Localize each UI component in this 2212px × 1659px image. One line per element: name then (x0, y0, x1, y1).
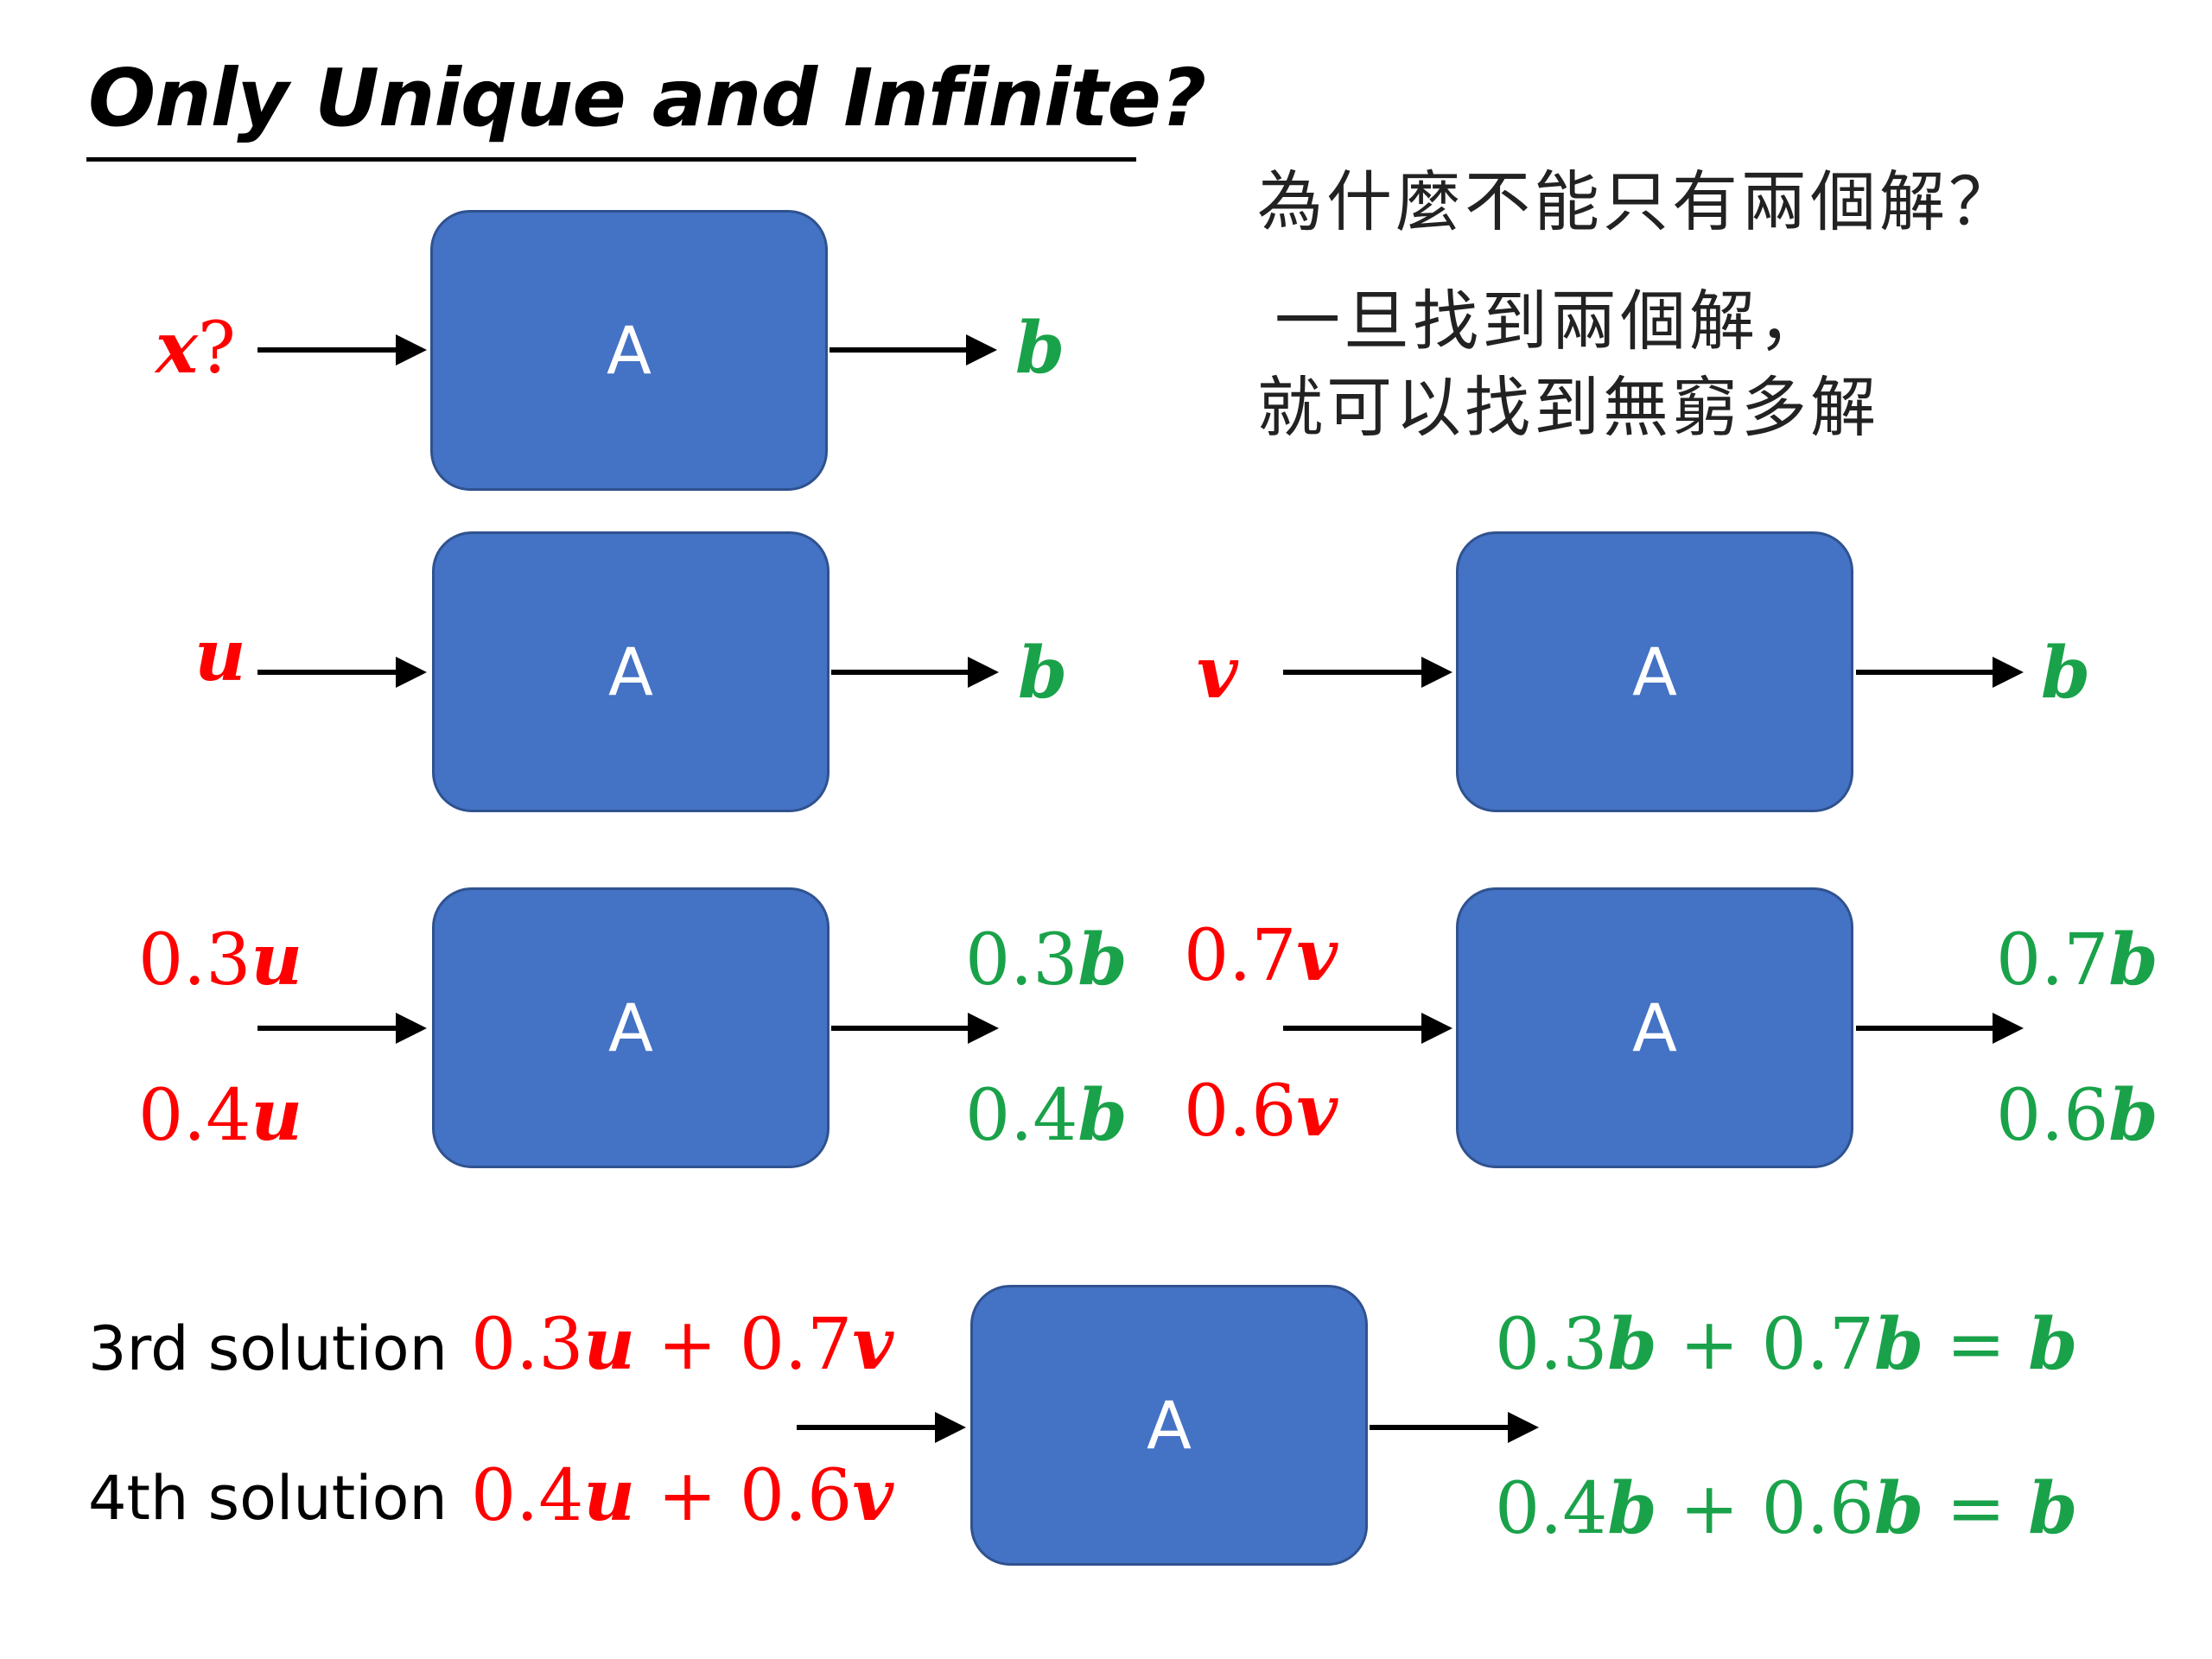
solution3-input: 0.3u + 0.7v (471, 1303, 893, 1386)
matrix-box-row3-right: A (1456, 887, 1853, 1168)
row2-left-output: b (1018, 632, 1068, 715)
question-text: 為什麼不能只有兩個解？ (1257, 163, 2018, 240)
row3-left-output-bottom: 0.4b (965, 1074, 1128, 1157)
answer-line-2: 就可以找到無窮多解 (1257, 369, 1879, 446)
answer-line-1: 一旦找到兩個解， (1274, 283, 1827, 359)
row2-left-input: u (194, 614, 246, 697)
row3-right-input-bottom: 0.6v (1184, 1070, 1338, 1153)
row3-right-output-bottom: 0.6b (1996, 1074, 2158, 1157)
solution4-label: 4th solution (88, 1463, 448, 1534)
matrix-label: A (1632, 633, 1677, 710)
title-underline (86, 157, 1136, 162)
matrix-label: A (607, 312, 652, 389)
row1-output: b (1015, 307, 1065, 390)
row3-right-input-top: 0.7v (1184, 914, 1338, 997)
matrix-box-row1: A (430, 210, 828, 491)
slide-title: Only Unique and Infinite? (88, 52, 1206, 144)
row3-left-input-bottom: 0.4u (138, 1074, 303, 1157)
matrix-label: A (1147, 1387, 1192, 1464)
matrix-label: A (608, 989, 653, 1066)
row1-input: x? (156, 307, 236, 390)
matrix-label: A (1632, 989, 1677, 1066)
matrix-box-row3-left: A (432, 887, 830, 1168)
matrix-box-row2-right: A (1456, 531, 1853, 812)
matrix-label: A (608, 633, 653, 710)
row2-right-input: v (1197, 632, 1238, 715)
row3-right-output-top: 0.7b (1996, 918, 2158, 1001)
solution3-output: 0.3b + 0.7b = b (1495, 1303, 2078, 1386)
row3-left-output-top: 0.3b (965, 918, 1128, 1001)
row3-left-input-top: 0.3u (138, 918, 303, 1001)
solution4-input: 0.4u + 0.6v (471, 1454, 893, 1537)
matrix-box-row4: A (970, 1285, 1368, 1566)
solution4-output: 0.4b + 0.6b = b (1495, 1467, 2078, 1550)
matrix-box-row2-left: A (432, 531, 830, 812)
solution3-label: 3rd solution (88, 1313, 448, 1384)
row2-right-output: b (2041, 632, 2091, 715)
